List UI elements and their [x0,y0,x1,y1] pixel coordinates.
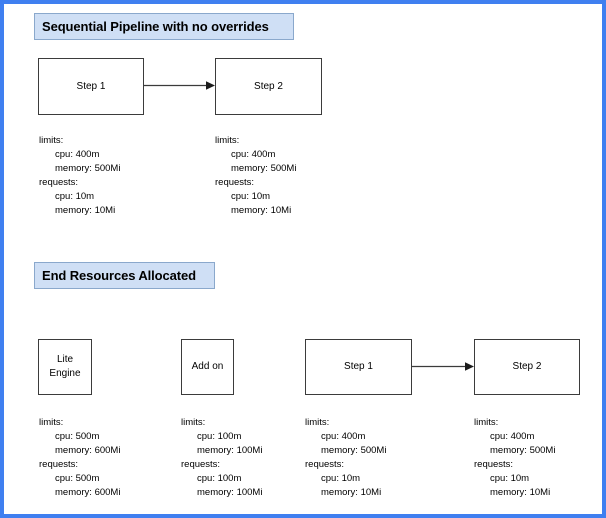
requests-label: requests: [305,459,345,470]
resources-block-step1-top: limits: cpu: 400m memory: 500Mi requests… [39,134,120,218]
limits-cpu-value: cpu: 100m [197,431,242,442]
node-step-1-bottom[interactable]: Step 1 [305,339,412,395]
diagram-inner: Sequential Pipeline with no overrides St… [4,4,602,514]
limits-label: limits: [39,135,64,146]
limits-cpu-value: cpu: 400m [231,149,276,160]
node-step-2-top[interactable]: Step 2 [215,58,322,115]
node-label-line1: Step 2 [512,361,542,372]
section-title-end-resources-allocated: End Resources Allocated [34,262,215,289]
requests-label: requests: [181,459,221,470]
requests-memory-value: memory: 100Mi [197,487,263,498]
node-label-line1: Add on [191,361,224,372]
limits-cpu-value: cpu: 400m [55,149,100,160]
requests-label: requests: [39,177,79,188]
limits-memory-value: memory: 500Mi [490,445,556,456]
limits-label: limits: [305,417,330,428]
requests-cpu-value: cpu: 10m [490,473,530,484]
limits-label: limits: [181,417,206,428]
node-label-line1: Step 1 [76,80,106,92]
limits-cpu-value: cpu: 400m [321,431,366,442]
requests-memory-value: memory: 10Mi [321,487,382,498]
requests-cpu-value: cpu: 100m [197,473,242,484]
requests-memory-value: memory: 10Mi [231,205,292,216]
node-label-line1: Step 1 [344,361,373,372]
resources-block-step2-bottom: limits: cpu: 400m memory: 500Mi requests… [474,416,555,500]
node-step-2-bottom[interactable]: Step 2 [474,339,580,395]
limits-label: limits: [215,135,240,146]
requests-memory-value: memory: 600Mi [55,487,121,498]
requests-label: requests: [474,459,514,470]
arrow-step1-to-step2-bottom [412,361,475,372]
requests-cpu-value: cpu: 10m [55,191,95,202]
section-title-sequential-pipeline: Sequential Pipeline with no overrides [34,13,294,40]
resources-block-lite-engine: limits: cpu: 500m memory: 600Mi requests… [39,416,120,500]
limits-label: limits: [39,417,64,428]
requests-label: requests: [215,177,255,188]
requests-memory-value: memory: 10Mi [55,205,116,216]
limits-memory-value: memory: 500Mi [231,163,297,174]
node-lite-engine[interactable]: Lite Engine [38,339,92,395]
requests-cpu-value: cpu: 10m [231,191,271,202]
requests-memory-value: memory: 10Mi [490,487,551,498]
node-label-line1: Step 2 [254,80,283,92]
node-label-line2: Engine [49,368,81,379]
limits-cpu-value: cpu: 500m [55,431,100,442]
resources-block-step2-top: limits: cpu: 400m memory: 500Mi requests… [215,134,296,218]
limits-label: limits: [474,417,499,428]
limits-memory-value: memory: 100Mi [197,445,263,456]
resources-block-add-on: limits: cpu: 100m memory: 100Mi requests… [181,416,262,500]
node-label-line1: Lite [56,354,74,365]
limits-memory-value: memory: 500Mi [321,445,387,456]
requests-cpu-value: cpu: 10m [321,473,361,484]
requests-label: requests: [39,459,79,470]
limits-cpu-value: cpu: 400m [490,431,535,442]
arrow-step1-to-step2-top [144,80,216,91]
resources-block-step1-bottom: limits: cpu: 400m memory: 500Mi requests… [305,416,386,500]
requests-cpu-value: cpu: 500m [55,473,100,484]
node-step-1-top[interactable]: Step 1 [38,58,144,115]
limits-memory-value: memory: 500Mi [55,163,121,174]
node-add-on[interactable]: Add on [181,339,234,395]
limits-memory-value: memory: 600Mi [55,445,121,456]
